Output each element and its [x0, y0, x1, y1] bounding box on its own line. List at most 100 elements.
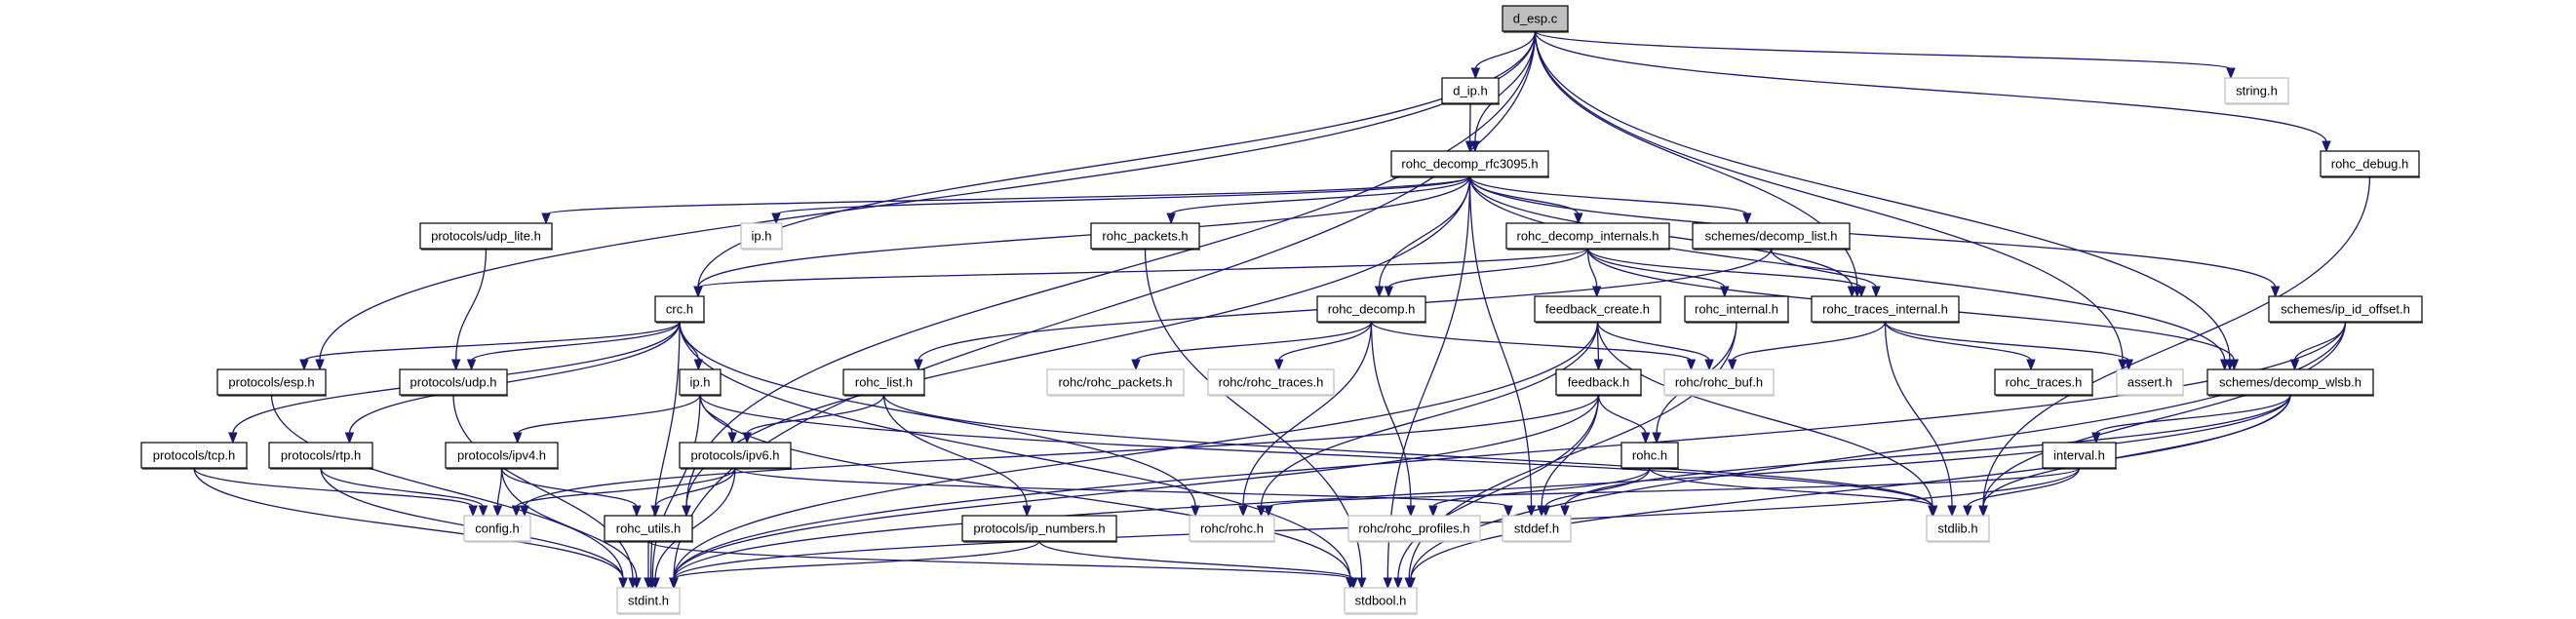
edge-line	[1649, 467, 1934, 508]
arrowhead-icon	[632, 577, 642, 590]
edge-rfc3095-to-rohc_decomp	[1374, 175, 1471, 298]
edge-d_esp_c-to-assert_h	[1534, 30, 2127, 371]
edge-decomp_internals-to-rohc_decomp	[1384, 248, 1589, 298]
edge-line	[699, 394, 1351, 580]
edge-line	[673, 394, 2291, 580]
edge-decomp_wlsb-to-stdbool_h	[1406, 394, 2291, 590]
edge-line	[647, 540, 1351, 580]
edge-rohc_utils-to-stdint_h	[644, 541, 653, 590]
node-box	[1347, 515, 1481, 542]
node-label: ip.h	[690, 374, 711, 389]
node-decomp-internals[interactable]: rohc_decomp_internals.h	[1505, 222, 1670, 251]
edge-rohc_h-to-rohc_profiles	[1428, 467, 1651, 518]
edge-rohc_debug-to-stdlib_h	[1978, 175, 2371, 518]
node-label: rohc.h	[1632, 447, 1667, 462]
node-crc-h[interactable]: crc.h	[654, 295, 705, 324]
arrowhead-icon	[1428, 505, 1438, 518]
node-rohc-decomp[interactable]: rohc_decomp.h	[1316, 295, 1426, 324]
node-decomp-list[interactable]: schemes/decomp_list.h	[1692, 222, 1851, 251]
node-rohc-h[interactable]: rohc.h	[1620, 442, 1679, 470]
arrowhead-icon	[1641, 432, 1651, 445]
edge-line	[654, 467, 736, 580]
node-box	[740, 222, 783, 250]
edge-rfc3095-to-rohc_utils	[682, 175, 1471, 518]
edge-rohc_decomp-to-rohc_rohc_traces	[1274, 321, 1373, 371]
edge-line	[734, 467, 1509, 508]
node-rohc-packets[interactable]: rohc_packets.h	[1090, 222, 1200, 251]
arrowhead-icon	[2229, 359, 2240, 371]
edge-ip_numbers-to-stdbool_h	[1038, 540, 1358, 590]
node-rfc3095[interactable]: rohc_decomp_rfc3095.h	[1390, 150, 1549, 178]
node-d-ip-h[interactable]: d_ip.h	[1441, 77, 1500, 105]
node-rohc-debug[interactable]: rohc_debug.h	[2320, 150, 2420, 178]
node-box	[1046, 368, 1185, 396]
node-rohc-traces[interactable]: rohc_traces.h	[1994, 368, 2093, 397]
arrowhead-icon	[513, 432, 523, 445]
node-label: config.h	[475, 521, 520, 535]
edge-rohc_decomp-to-rohc_rohc_h	[1238, 321, 1373, 518]
node-ipv4-h[interactable]: protocols/ipv4.h	[445, 442, 559, 470]
node-esp-h[interactable]: protocols/esp.h	[216, 368, 327, 397]
arrowhead-icon	[1464, 140, 1475, 153]
arrowhead-icon	[1541, 505, 1551, 518]
node-label: rohc_decomp_internals.h	[1517, 228, 1659, 243]
node-box	[1505, 222, 1670, 250]
node-interval-h[interactable]: interval.h	[2042, 442, 2117, 470]
node-rohc-rohc-traces: rohc/rohc_traces.h	[1207, 368, 1335, 397]
arrowhead-icon	[2226, 67, 2236, 80]
node-rtp-h[interactable]: protocols/rtp.h	[268, 442, 373, 470]
arrowhead-icon	[682, 505, 691, 518]
arrowhead-icon	[1256, 505, 1267, 518]
node-box	[1441, 77, 1500, 104]
edge-line	[1534, 30, 2231, 362]
node-rohc-list[interactable]: rohc_list.h	[842, 368, 925, 397]
edge-crc_h-to-rtp_h	[344, 321, 681, 445]
node-box	[1390, 150, 1549, 177]
node-label: interval.h	[2053, 447, 2105, 462]
edge-feedback_create-to-rohc_buf	[1596, 321, 1714, 371]
arrowhead-icon	[1238, 505, 1248, 518]
node-ip-id-offset[interactable]: schemes/ip_id_offset.h	[2268, 295, 2423, 324]
node-box	[2224, 77, 2289, 104]
edge-line	[470, 321, 681, 362]
edge-line	[1468, 175, 1533, 508]
arrowhead-icon	[2219, 359, 2230, 371]
node-label: stddef.h	[1514, 521, 1559, 535]
node-box	[1502, 515, 1572, 542]
node-label: rohc/rohc_traces.h	[1219, 374, 1324, 389]
node-label: assert.h	[2127, 374, 2172, 389]
node-box	[140, 442, 248, 469]
node-d-esp-c[interactable]: d_esp.c	[1502, 5, 1569, 33]
node-box	[268, 442, 373, 469]
node-label: ip.h	[752, 228, 772, 243]
node-feedback-h[interactable]: feedback.h	[1555, 368, 1642, 397]
arrowhead-icon	[632, 505, 642, 518]
node-label: rohc_list.h	[855, 374, 913, 389]
arrowhead-icon	[2091, 432, 2101, 445]
edge-line	[673, 30, 1537, 580]
edge-line	[1982, 175, 2371, 508]
edge-line	[1135, 321, 1373, 362]
node-udp-lite[interactable]: protocols/udp_lite.h	[419, 222, 553, 251]
edge-line	[1884, 321, 1953, 508]
node-decomp-wlsb[interactable]: schemes/decomp_wlsb.h	[2206, 368, 2374, 397]
arrowhead-icon	[644, 577, 653, 590]
arrowhead-icon	[650, 505, 660, 518]
node-ip-numbers[interactable]: protocols/ip_numbers.h	[961, 515, 1117, 543]
node-ipv6-h[interactable]: protocols/ipv6.h	[679, 442, 792, 470]
node-rohc-internal[interactable]: rohc_internal.h	[1684, 295, 1789, 324]
node-udp-h[interactable]: protocols/udp.h	[399, 368, 508, 397]
node-rohc-utils[interactable]: rohc_utils.h	[604, 515, 693, 543]
arrowhead-icon	[1131, 359, 1141, 371]
node-box	[616, 587, 681, 614]
edge-rohc_h-to-stddef_h	[1541, 467, 1651, 518]
node-traces-internal[interactable]: rohc_traces_internal.h	[1811, 295, 1960, 324]
arrowhead-icon	[1503, 505, 1513, 518]
node-feedback-create[interactable]: feedback_create.h	[1534, 295, 1661, 324]
edge-d_esp_c-to-d_ip_h	[1470, 30, 1537, 80]
node-tcp-h[interactable]: protocols/tcp.h	[140, 442, 248, 470]
node-ip-h[interactable]: ip.h	[679, 368, 722, 397]
edge-d_esp_c-to-rohc_debug	[1534, 30, 2331, 153]
edge-crc_h-to-udp_h	[466, 321, 681, 371]
